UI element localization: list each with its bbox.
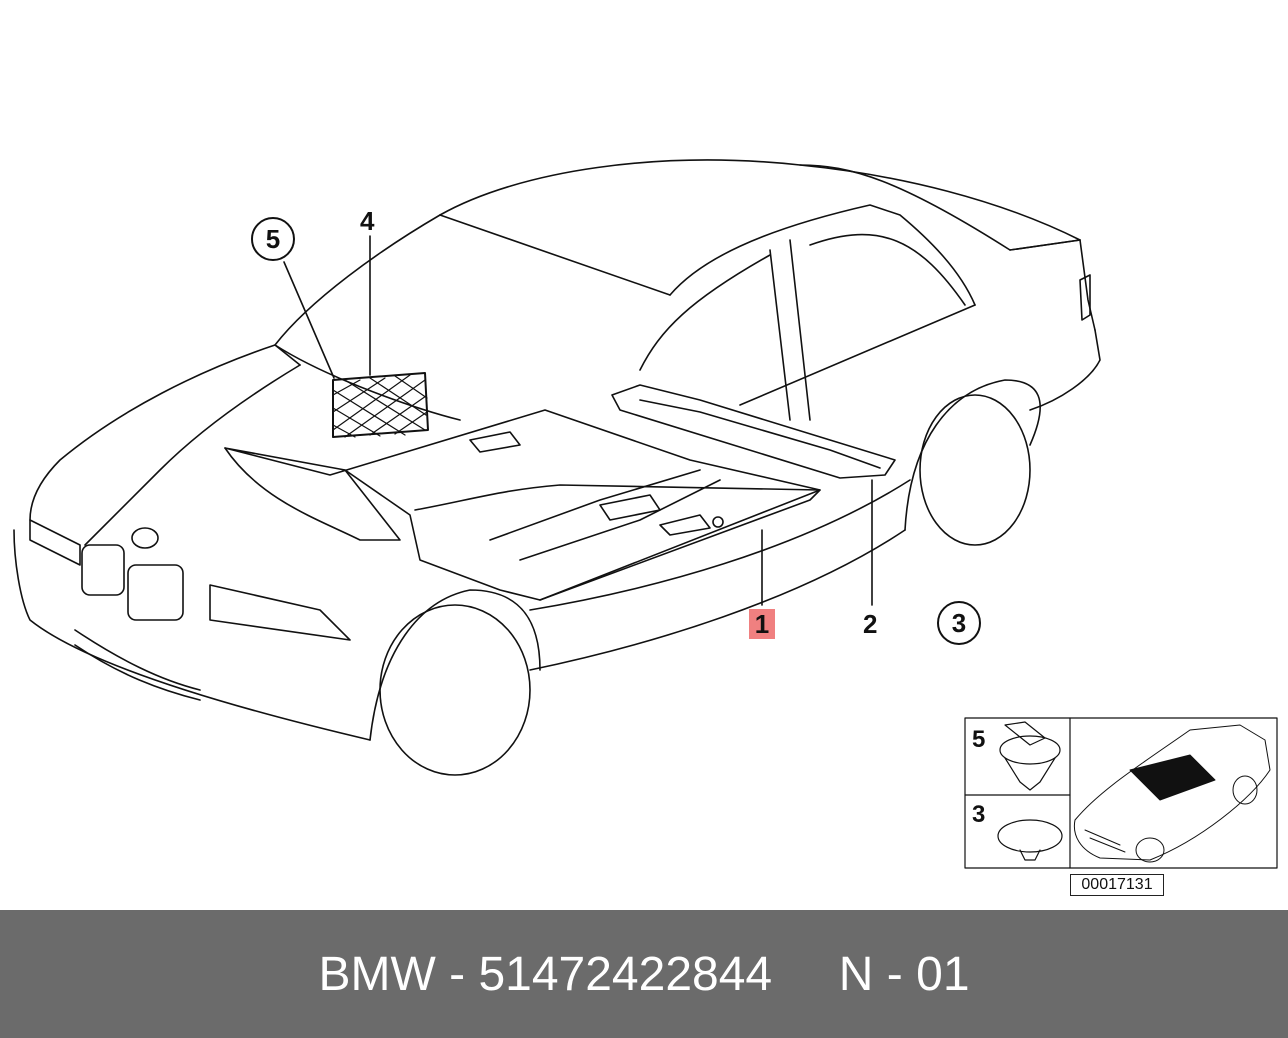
inset-frame — [964, 717, 1278, 869]
callout-1-label: 1 — [749, 609, 775, 639]
carpet-hole — [712, 516, 724, 528]
rear-wheel-arch — [904, 379, 1041, 531]
callout-2-label: 2 — [863, 609, 878, 639]
window-lower — [639, 233, 966, 371]
b-pillar — [769, 239, 811, 421]
hood-crease — [84, 364, 301, 546]
clip-5-drawing — [999, 721, 1061, 791]
rear-deck — [1009, 239, 1096, 331]
roof-front-edge — [439, 214, 671, 296]
footer-band: BMW - 51472422844 N - 01 — [0, 910, 1288, 1038]
headlight-left — [29, 519, 81, 566]
callout-5-text: 5 — [265, 223, 281, 254]
window-frame — [669, 204, 976, 306]
carpet-right-edge — [414, 484, 821, 601]
door-line — [739, 304, 976, 406]
windshield — [274, 214, 441, 366]
carpet-left-panel — [224, 447, 401, 541]
headlight-right — [209, 584, 351, 641]
carpet-rear-inner — [639, 399, 881, 469]
hood — [29, 344, 276, 521]
callout-5-circle: 5 — [251, 217, 295, 261]
footer-position: N - 01 — [838, 947, 970, 1001]
footer-gap — [772, 948, 839, 1001]
drawing-number: 00017131 — [1070, 874, 1164, 896]
lower-grille — [74, 629, 201, 701]
footer-caption: BMW - 51472422844 N - 01 — [318, 947, 969, 1002]
side-sill — [529, 479, 911, 671]
callout-3-text: 3 — [951, 607, 967, 638]
front-bumper — [13, 529, 371, 741]
rear-wheel — [919, 394, 1031, 546]
callout-4-label: 4 — [360, 206, 375, 236]
callout-3-circle: 3 — [937, 601, 981, 645]
inset-label-3: 3 — [972, 801, 986, 828]
hood-emblem — [131, 527, 159, 549]
carpet-tunnel — [489, 469, 721, 561]
kidney-grille-right — [127, 564, 184, 621]
cowl — [274, 344, 461, 421]
front-wheel-arch — [369, 589, 541, 741]
carpet-detail — [469, 431, 711, 536]
carpet-front — [224, 409, 821, 601]
footer-separator: - — [435, 947, 479, 1001]
footer-brand: BMW — [318, 947, 436, 1001]
footer-part-number: 51472422844 — [478, 947, 773, 1001]
car-floor-diagram — [13, 159, 1278, 869]
kidney-grille-left — [81, 544, 125, 596]
rear-window — [799, 164, 1081, 251]
mini-car-drawing — [1073, 724, 1271, 863]
luggage-net — [332, 372, 429, 438]
roof-outline — [439, 159, 1081, 241]
rear-bumper — [1029, 329, 1101, 411]
tail-light — [1079, 274, 1091, 321]
leader-5 — [283, 261, 335, 379]
inset-label-5: 5 — [972, 726, 986, 753]
carpet-rear — [611, 384, 896, 479]
front-wheel — [379, 604, 531, 776]
clip-3-drawing — [997, 819, 1063, 861]
